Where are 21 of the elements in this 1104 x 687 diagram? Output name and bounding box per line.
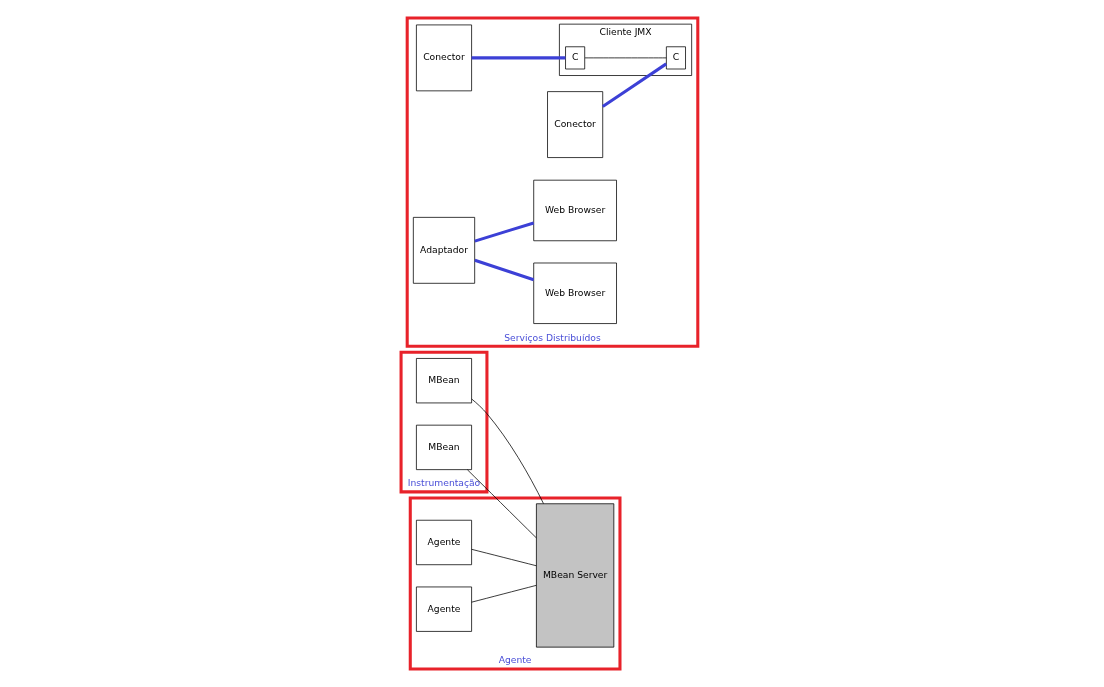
connector <box>584 57 667 59</box>
node-box: MBean <box>415 424 472 470</box>
node-box: Agente <box>415 519 472 566</box>
node-box: Adaptador <box>412 217 475 284</box>
node-box: Web Browser <box>532 262 617 324</box>
connector <box>470 398 544 504</box>
node-box: Conector <box>415 24 472 92</box>
connector <box>470 584 537 603</box>
node-box: Web Browser <box>532 179 617 242</box>
node-box: MBean <box>415 358 472 404</box>
connector <box>473 221 534 243</box>
node-box: MBean Server <box>535 503 614 648</box>
connector <box>470 548 537 567</box>
connector <box>466 469 537 539</box>
node-box: Conector <box>546 91 603 158</box>
node-box: Agente <box>415 586 472 632</box>
connector <box>471 56 565 60</box>
node-box: C <box>564 46 585 70</box>
connector <box>601 62 667 108</box>
node-box: C <box>665 46 686 70</box>
connector <box>473 258 534 282</box>
